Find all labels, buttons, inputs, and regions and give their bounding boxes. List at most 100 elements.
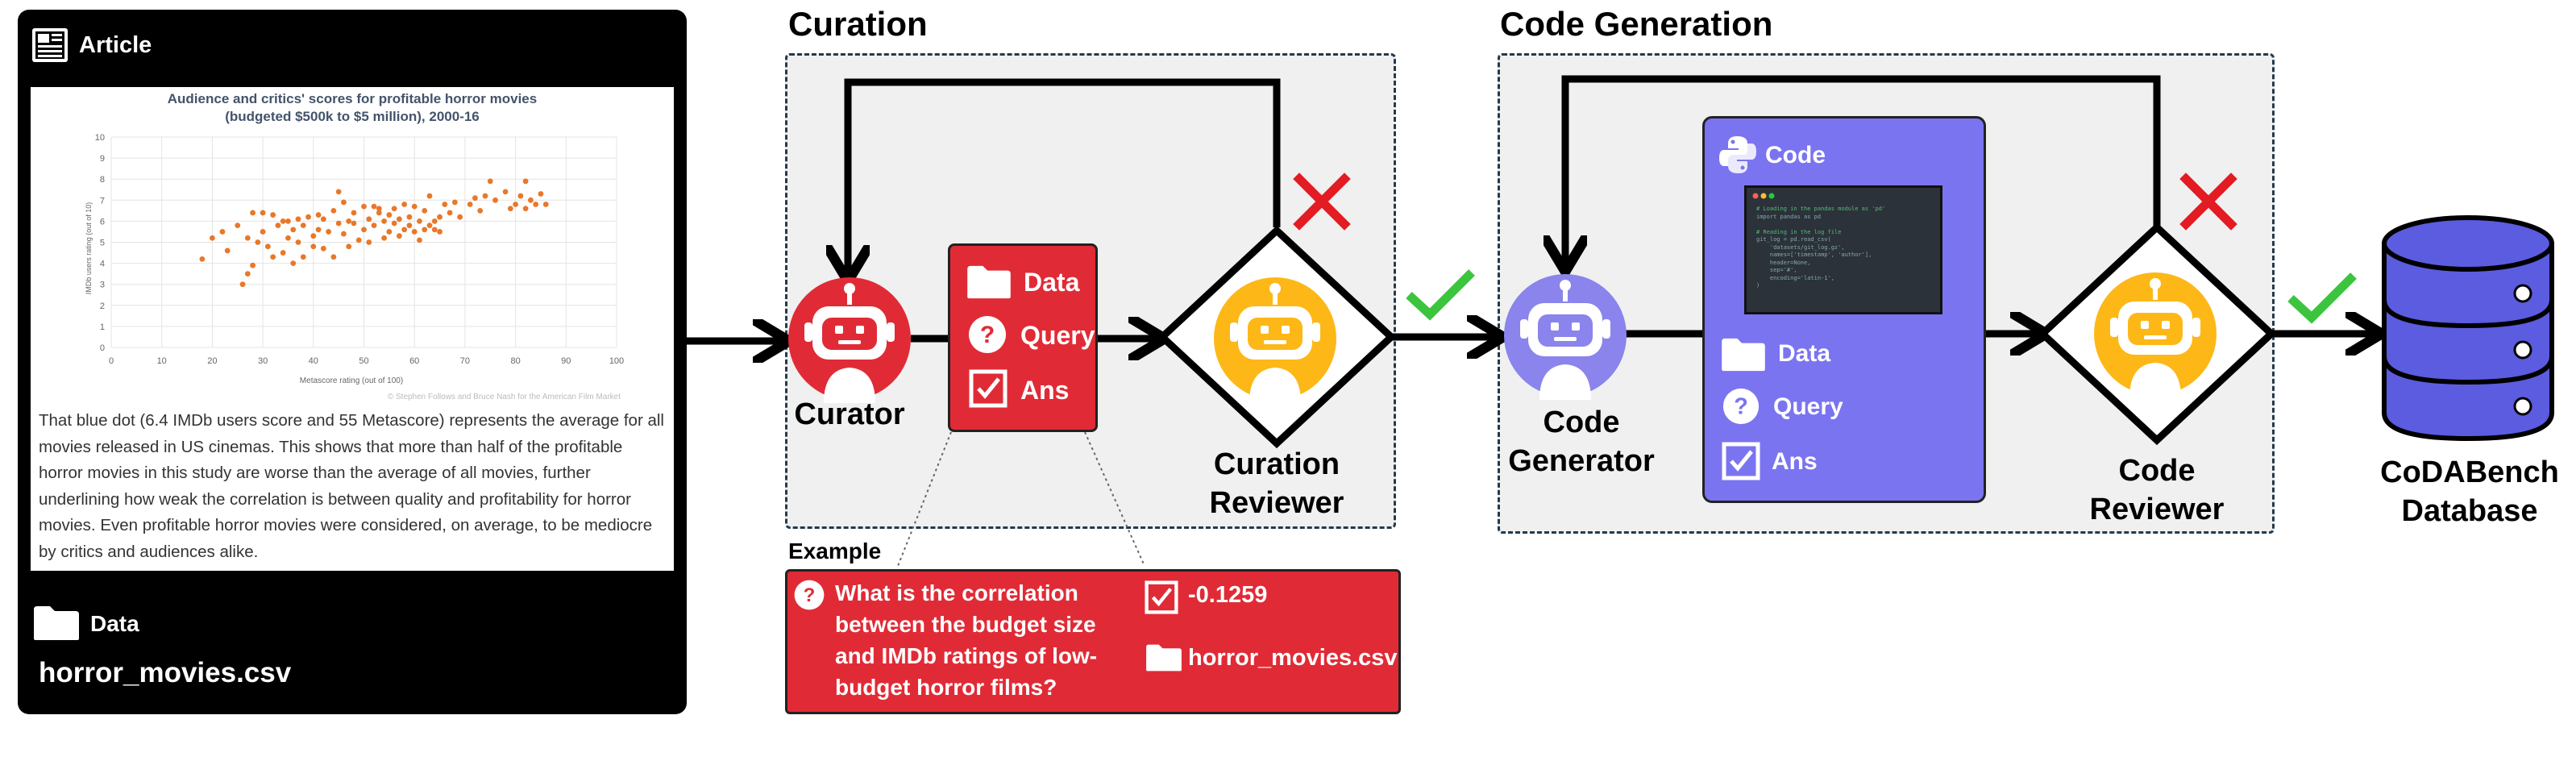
chart-point — [355, 237, 362, 243]
chart-y-tick: 8 — [100, 175, 105, 185]
chart-point — [376, 206, 382, 212]
chart-y-label: IMDb users rating (out of 10) — [85, 202, 93, 295]
chart-point — [422, 207, 428, 214]
checkbox-icon — [969, 369, 1008, 408]
chart-x-tick: 80 — [510, 356, 520, 366]
loop-curation — [848, 78, 1281, 274]
chart-point — [351, 220, 357, 227]
chart-point — [513, 202, 518, 207]
loop-code — [1565, 75, 2161, 264]
chart-point — [300, 254, 306, 260]
folder-icon — [1722, 338, 1765, 372]
article-content: Audience and critics' scores for profita… — [31, 87, 674, 571]
chart-point — [341, 199, 347, 206]
svg-text:?: ? — [804, 584, 816, 606]
chart-point — [280, 250, 286, 256]
curation-reviewer-robot-icon — [1214, 277, 1336, 403]
chart-y-tick: 6 — [100, 217, 105, 227]
curator-robot-icon — [788, 277, 911, 403]
chart-y-tick: 1 — [100, 322, 105, 332]
chart-point — [376, 210, 382, 216]
chart-point — [401, 202, 408, 207]
article-body: That blue dot (6.4 IMDb users score and … — [39, 411, 664, 561]
chart-point — [422, 227, 428, 233]
database-line2: Database — [2401, 494, 2538, 528]
chart-y-tick: 10 — [95, 133, 105, 143]
chart-point — [335, 189, 342, 195]
chart-point — [255, 239, 261, 245]
chart-point — [290, 227, 297, 233]
chart-point — [295, 239, 301, 245]
chart-x-tick: 0 — [109, 356, 114, 366]
python-icon — [1719, 136, 1756, 173]
chart-title-line2: (budgeted $500k to $5 million), 2000-16 — [225, 109, 480, 124]
chart-point — [250, 262, 256, 268]
chart-point — [280, 218, 286, 224]
chart-point — [426, 222, 433, 229]
chart-point — [260, 229, 266, 235]
chart-y-tick: 9 — [100, 154, 105, 164]
example-answer: -0.1259 — [1188, 582, 1268, 608]
article-filename: horror_movies.csv — [39, 657, 292, 688]
curator-label: Curator — [794, 397, 905, 431]
chart-x-tick: 100 — [609, 356, 624, 366]
chart-point — [492, 197, 498, 203]
curation-reviewer-line1: Curation — [1213, 447, 1340, 481]
code-card-ans: Ans — [1772, 448, 1818, 475]
folder-icon — [1146, 644, 1182, 672]
chart-point — [502, 189, 509, 195]
chart-y-tick: 7 — [100, 196, 105, 206]
chart-point — [330, 207, 337, 214]
check-icon — [1406, 269, 1475, 321]
scatter-chart: Audience and critics' scores for profita… — [85, 91, 624, 401]
chart-point — [346, 218, 352, 224]
chart-y-tick: 4 — [100, 260, 105, 269]
code-lines: # Loading in the pandas module as 'pd'im… — [1756, 206, 1885, 290]
chart-credit: © Stephen Follows and Bruce Nash for the… — [388, 393, 621, 401]
chart-point — [406, 222, 413, 229]
code-card-query: Query — [1773, 393, 1843, 420]
code-line: # Loading in the pandas module as 'pd' — [1756, 206, 1886, 212]
chart-point — [401, 227, 408, 233]
chart-point — [361, 227, 367, 233]
code-generator-line1: Code — [1543, 405, 1620, 439]
chart-point — [239, 281, 246, 288]
code-line: names=['timestamp', 'author'], — [1756, 252, 1872, 258]
chart-point — [315, 227, 322, 233]
curation-card-data: Data — [1024, 268, 1080, 297]
chart-point — [396, 216, 402, 222]
chart-point — [366, 239, 372, 245]
chart-point — [250, 210, 256, 216]
database-label: CoDABench Database — [2368, 453, 2571, 530]
chart-point — [431, 218, 438, 224]
svg-text:?: ? — [980, 322, 995, 348]
code-reviewer-robot-icon — [2094, 272, 2217, 398]
chart-point — [437, 214, 442, 220]
close-icon — [2179, 173, 2237, 231]
chart-point — [517, 193, 524, 199]
chart-point — [275, 222, 281, 229]
article-data-label: Data — [90, 611, 139, 636]
chart-point — [210, 235, 215, 241]
chart-point — [290, 260, 297, 266]
question-icon: ? — [1722, 388, 1760, 425]
chart-point — [335, 220, 342, 227]
code-reviewer-line1: Code — [2118, 454, 2196, 488]
svg-text:?: ? — [1734, 394, 1748, 420]
chart-point — [371, 203, 377, 210]
chart-point — [417, 237, 422, 243]
chart-point — [310, 233, 317, 239]
chart-point — [270, 212, 276, 218]
chart-point — [351, 210, 357, 216]
chart-point — [264, 243, 271, 250]
question-icon: ? — [969, 316, 1006, 353]
database-line1: CoDABench — [2380, 455, 2559, 489]
code-line: ) — [1756, 282, 1760, 289]
folder-icon — [967, 265, 1011, 299]
chart-x-tick: 20 — [207, 356, 217, 366]
code-window: # Loading in the pandas module as 'pd'im… — [1744, 185, 1942, 314]
code-line: header=None, — [1756, 259, 1811, 266]
chart-point — [482, 193, 488, 199]
chart-point — [457, 214, 463, 220]
chart-point — [326, 229, 332, 235]
